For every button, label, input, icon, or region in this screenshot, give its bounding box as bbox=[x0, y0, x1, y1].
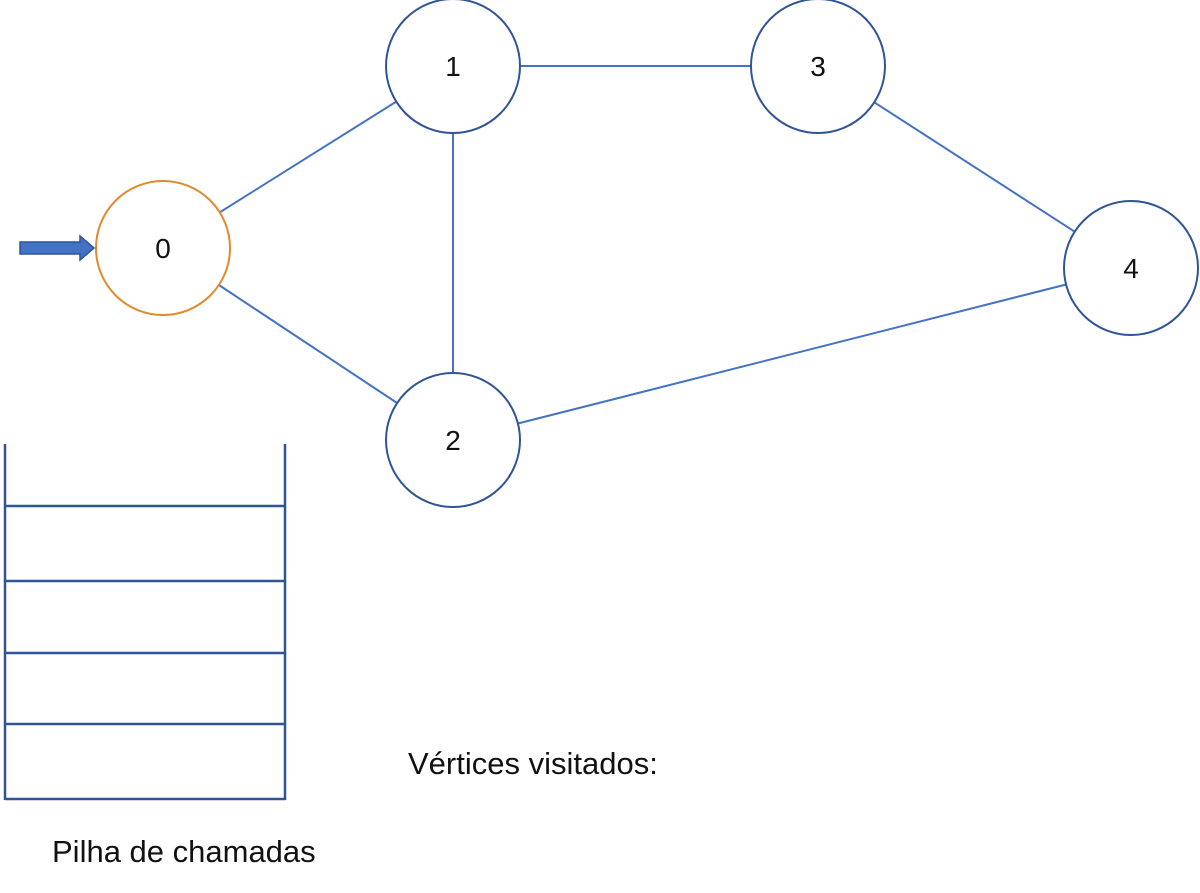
node-0-circle bbox=[95, 180, 231, 316]
node-4: 4 bbox=[1063, 200, 1199, 336]
node-2: 2 bbox=[385, 372, 521, 508]
edges bbox=[218, 65, 1076, 425]
node-1-label: 1 bbox=[445, 51, 461, 82]
edge-0-1 bbox=[219, 100, 397, 214]
node-4-label: 4 bbox=[1123, 253, 1139, 284]
node-3-label: 3 bbox=[810, 51, 826, 82]
edge-2-4 bbox=[517, 283, 1067, 425]
visited-label: Vértices visitados: bbox=[408, 746, 658, 781]
node-3-circle bbox=[750, 0, 886, 134]
node-4-circle bbox=[1063, 200, 1199, 336]
node-0: 0 bbox=[95, 180, 231, 316]
edge-3-4 bbox=[873, 101, 1076, 233]
node-0-label: 0 bbox=[155, 233, 171, 264]
node-3: 3 bbox=[750, 0, 886, 134]
edge-0-2 bbox=[218, 284, 398, 404]
node-1: 1 bbox=[385, 0, 521, 134]
right-arrow-icon bbox=[19, 234, 96, 262]
node-2-label: 2 bbox=[445, 425, 461, 456]
node-1-circle bbox=[385, 0, 521, 134]
call-stack bbox=[3, 444, 287, 801]
nodes: 0 1 2 3 4 bbox=[95, 0, 1199, 508]
node-2-circle bbox=[385, 372, 521, 508]
stack-caption: Pilha de chamadas bbox=[52, 834, 316, 869]
